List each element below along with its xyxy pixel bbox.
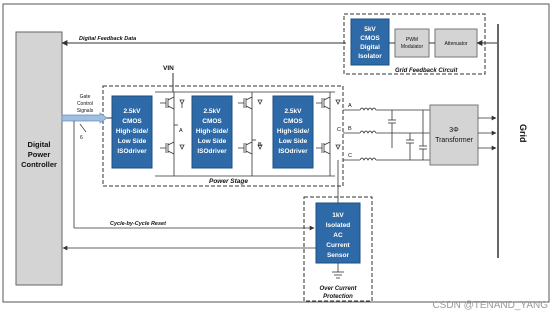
pwm-line-2: Modulator <box>401 44 424 50</box>
sensor-line-3: AC <box>333 232 343 239</box>
phase-label-c: C <box>348 153 352 159</box>
gate-count: 6 <box>80 135 83 141</box>
iso-driver-3: 2.5kV CMOS High-Side/ Low Side ISOdriver <box>272 95 314 169</box>
attenuator-label: Attenuator <box>444 41 467 47</box>
isolator-line-2: CMOS <box>360 35 380 42</box>
power-stage-label: Power Stage <box>209 178 248 185</box>
isolator-line-1: 5kV <box>364 26 376 33</box>
grid-label: Grid <box>518 124 528 143</box>
transistor-leg-b <box>238 92 263 176</box>
outer-frame <box>2 3 550 303</box>
driver2-line-5: ISOdriver <box>197 148 227 155</box>
gate-line-3: Signals <box>77 108 94 114</box>
ocp-line-1: Over Current <box>319 286 357 292</box>
transformer-line-2: Transformer <box>435 137 474 144</box>
transformer-line-1: 3Φ <box>449 127 459 134</box>
driver3-line-3: High-Side/ <box>277 128 309 135</box>
power-stage-box <box>102 85 344 187</box>
watermark: CSDN @TENAND_YANG <box>432 300 548 311</box>
sensor-line-1: 1kV <box>332 212 344 219</box>
controller-line-3: Controller <box>21 160 57 169</box>
ocp-line-2: Protection <box>323 294 353 300</box>
transistor-leg-c <box>316 92 341 176</box>
driver3-line-1: 2.5kV <box>285 108 303 115</box>
phase-label-a: A <box>348 103 352 109</box>
driver1-line-2: CMOS <box>122 118 142 125</box>
gate-line-2: Control <box>77 101 93 107</box>
sensor-line-4: Current <box>326 242 350 249</box>
controller-line-2: Power <box>28 150 51 159</box>
digital-isolator: 5kV CMOS Digital Isolator <box>350 18 390 66</box>
phase-label-b: B <box>348 126 352 132</box>
three-phase-transformer: 3Φ Transformer <box>429 104 479 166</box>
driver2-line-2: CMOS <box>202 118 222 125</box>
pwm-modulator: PWM Modulator <box>394 28 430 58</box>
driver1-line-5: ISOdriver <box>117 148 147 155</box>
driver2-line-3: High-Side/ <box>196 128 228 135</box>
digital-feedback-label: Digital Feedback Data <box>79 36 136 42</box>
leg-label-b: B <box>258 142 262 148</box>
vin-label: VIN <box>163 65 174 72</box>
current-sensor: 1kV Isolated AC Current Sensor <box>315 202 361 264</box>
iso-driver-1: 2.5kV CMOS High-Side/ Low Side ISOdriver <box>111 95 153 169</box>
driver1-line-1: 2.5kV <box>124 108 142 115</box>
cycle-reset-label: Cycle-by-Cycle Reset <box>110 221 167 227</box>
driver3-line-5: ISOdriver <box>278 148 308 155</box>
gate-line-1: Gate <box>80 94 91 100</box>
driver2-line-1: 2.5kV <box>204 108 222 115</box>
driver2-line-4: Low Side <box>198 138 227 145</box>
leg-label-a: A <box>179 128 183 134</box>
gate-bus-arrow <box>61 112 108 124</box>
controller-line-1: Digital <box>28 140 51 149</box>
isolator-line-3: Digital <box>360 44 380 51</box>
grid-feedback-label: Grid Feedback Circuit <box>395 68 458 74</box>
sensor-line-5: Sensor <box>327 252 350 259</box>
leg-label-c: C <box>337 127 341 133</box>
gate-bus-tick <box>79 123 87 133</box>
transistor-leg-a <box>160 92 185 176</box>
sensor-line-2: Isolated <box>326 222 351 229</box>
ground-symbol <box>332 263 344 279</box>
digital-power-controller: Digital Power Controller <box>15 31 63 286</box>
pwm-line-1: PWM <box>406 37 418 43</box>
transformer-to-grid <box>478 115 497 151</box>
phase-lines <box>343 107 430 161</box>
driver3-line-4: Low Side <box>279 138 308 145</box>
grid-feedback-box <box>343 13 486 75</box>
isolator-line-4: Isolator <box>358 53 382 60</box>
driver3-line-2: CMOS <box>283 118 303 125</box>
attenuator: Attenuator <box>434 28 478 58</box>
driver1-line-3: High-Side/ <box>116 128 148 135</box>
iso-driver-2: 2.5kV CMOS High-Side/ Low Side ISOdriver <box>191 95 233 169</box>
driver1-line-4: Low Side <box>118 138 147 145</box>
